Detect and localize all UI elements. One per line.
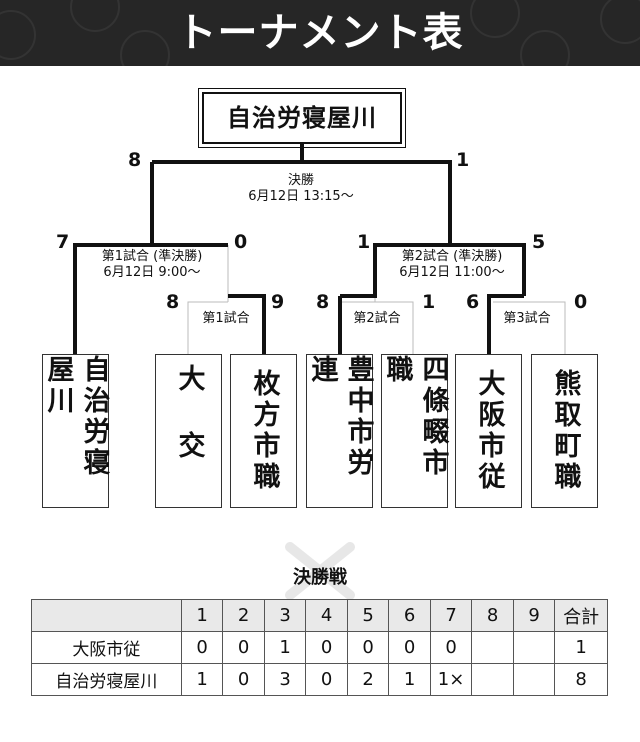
team-name: 自治労寝屋川: [42, 355, 110, 479]
baseball-pattern: [600, 0, 640, 44]
inning-cell: 0: [388, 631, 431, 664]
semi2-datetime: 6月12日 11:00〜: [399, 265, 505, 280]
bracket-line: [340, 301, 414, 354]
r1-game1-score-right: 9: [271, 291, 285, 313]
semi1-score-left: 7: [56, 231, 70, 253]
inning-cell: 0: [429, 631, 473, 664]
baseball-pattern: [520, 30, 570, 66]
r1-game1-score-left: 8: [166, 291, 180, 313]
baseball-pattern: [120, 30, 170, 66]
scoreboard-table: 1 2 3 4 5 6 7 8 9 合計 大阪市従 0 0 1 0 0 0 0 …: [31, 599, 608, 696]
final-label: 決勝: [287, 173, 314, 188]
r1-game3-label: 第3試合: [503, 311, 551, 326]
baseball-pattern: [470, 0, 520, 38]
team-box-toyonaka: 豊中市労連: [306, 354, 374, 508]
page-header: トーナメント表: [0, 0, 640, 66]
team-box-kumatori: 熊取町職: [531, 354, 598, 508]
header-cell: [31, 599, 182, 632]
bracket-line: [187, 301, 228, 354]
inning-cell: [512, 663, 556, 696]
header-cell: 5: [346, 599, 390, 632]
r1-game2-label: 第2試合: [353, 311, 401, 326]
header-cell: 合計: [554, 599, 608, 632]
bracket-line: [487, 294, 524, 354]
team-name: 熊取町職: [549, 369, 581, 493]
scoreboard-row: 自治労寝屋川 1 0 3 0 2 1 1× 8: [31, 663, 608, 696]
scoreboard-title: 決勝戦: [293, 567, 347, 588]
inning-cell: 0: [346, 631, 390, 664]
inning-cell: [512, 631, 556, 664]
team-name: 大交: [173, 364, 205, 498]
inning-cell: 0: [180, 631, 224, 664]
r1-game3-score-right: 0: [574, 291, 588, 313]
semi2-score-left: 1: [357, 231, 371, 253]
team-cell: 自治労寝屋川: [31, 663, 182, 696]
header-cell: 3: [263, 599, 307, 632]
semi1-score-right: 0: [234, 231, 248, 253]
team-name: 枚方市職: [248, 369, 280, 493]
header-cell: 7: [429, 599, 473, 632]
team-name: 四條畷市職: [381, 355, 449, 479]
team-box-hirakata: 枚方市職: [230, 354, 297, 508]
header-cell: 2: [222, 599, 265, 632]
r1-game2-score-left: 8: [316, 291, 330, 313]
final-datetime: 6月12日 13:15〜: [248, 189, 354, 204]
final-score-left: 8: [128, 149, 142, 171]
champion-name: 自治労寝屋川: [227, 104, 377, 132]
header-cell: 9: [512, 599, 556, 632]
inning-cell: [471, 663, 514, 696]
inning-cell: [471, 631, 514, 664]
bracket-line: [493, 301, 566, 354]
inning-cell: 0: [305, 663, 348, 696]
bracket-line: [152, 160, 452, 245]
team-cell: 大阪市従: [31, 631, 182, 664]
inning-cell: 1: [180, 663, 224, 696]
inning-cell: 1×: [429, 663, 473, 696]
team-name: 豊中市労連: [306, 355, 374, 479]
semi2-label: 第2試合 (準決勝): [401, 249, 503, 264]
page-title: トーナメント表: [176, 10, 464, 56]
inning-cell: 2: [346, 663, 390, 696]
header-cell: 8: [471, 599, 514, 632]
inning-cell: 0: [305, 631, 348, 664]
team-name: 大阪市従: [473, 369, 505, 493]
header-cell: 6: [388, 599, 431, 632]
crossed-bat: [285, 542, 355, 600]
semi1-datetime: 6月12日 9:00〜: [103, 265, 201, 280]
inning-cell: 1: [263, 631, 307, 664]
inning-cell: 1: [388, 663, 431, 696]
team-box-daiko: 大交: [155, 354, 222, 508]
final-score-right: 1: [456, 149, 470, 171]
inning-cell: 3: [263, 663, 307, 696]
scoreboard-row: 大阪市従 0 0 1 0 0 0 0 1: [31, 631, 608, 664]
champion-box: 自治労寝屋川: [198, 88, 406, 148]
scoreboard-header-row: 1 2 3 4 5 6 7 8 9 合計: [31, 599, 608, 632]
r1-game3-score-left: 6: [466, 291, 480, 313]
inning-cell: 0: [222, 663, 265, 696]
team-box-osaka-shiju: 大阪市従: [455, 354, 522, 508]
team-box-shijonawate: 四條畷市職: [381, 354, 449, 508]
header-cell: 1: [180, 599, 224, 632]
semi2-score-right: 5: [532, 231, 546, 253]
team-box-jichiro-neyagawa: 自治労寝屋川: [42, 354, 110, 508]
bracket-line: [340, 243, 526, 298]
total-cell: 1: [554, 631, 608, 664]
r1-game1-label: 第1試合: [202, 311, 250, 326]
header-cell: 4: [305, 599, 348, 632]
baseball-pattern: [0, 10, 36, 60]
inning-cell: 0: [222, 631, 265, 664]
semi1-label: 第1試合 (準決勝): [101, 249, 203, 264]
bracket-line: [73, 243, 228, 354]
total-cell: 8: [554, 663, 608, 696]
r1-game2-score-right: 1: [422, 291, 436, 313]
bracket-line: [228, 294, 266, 354]
